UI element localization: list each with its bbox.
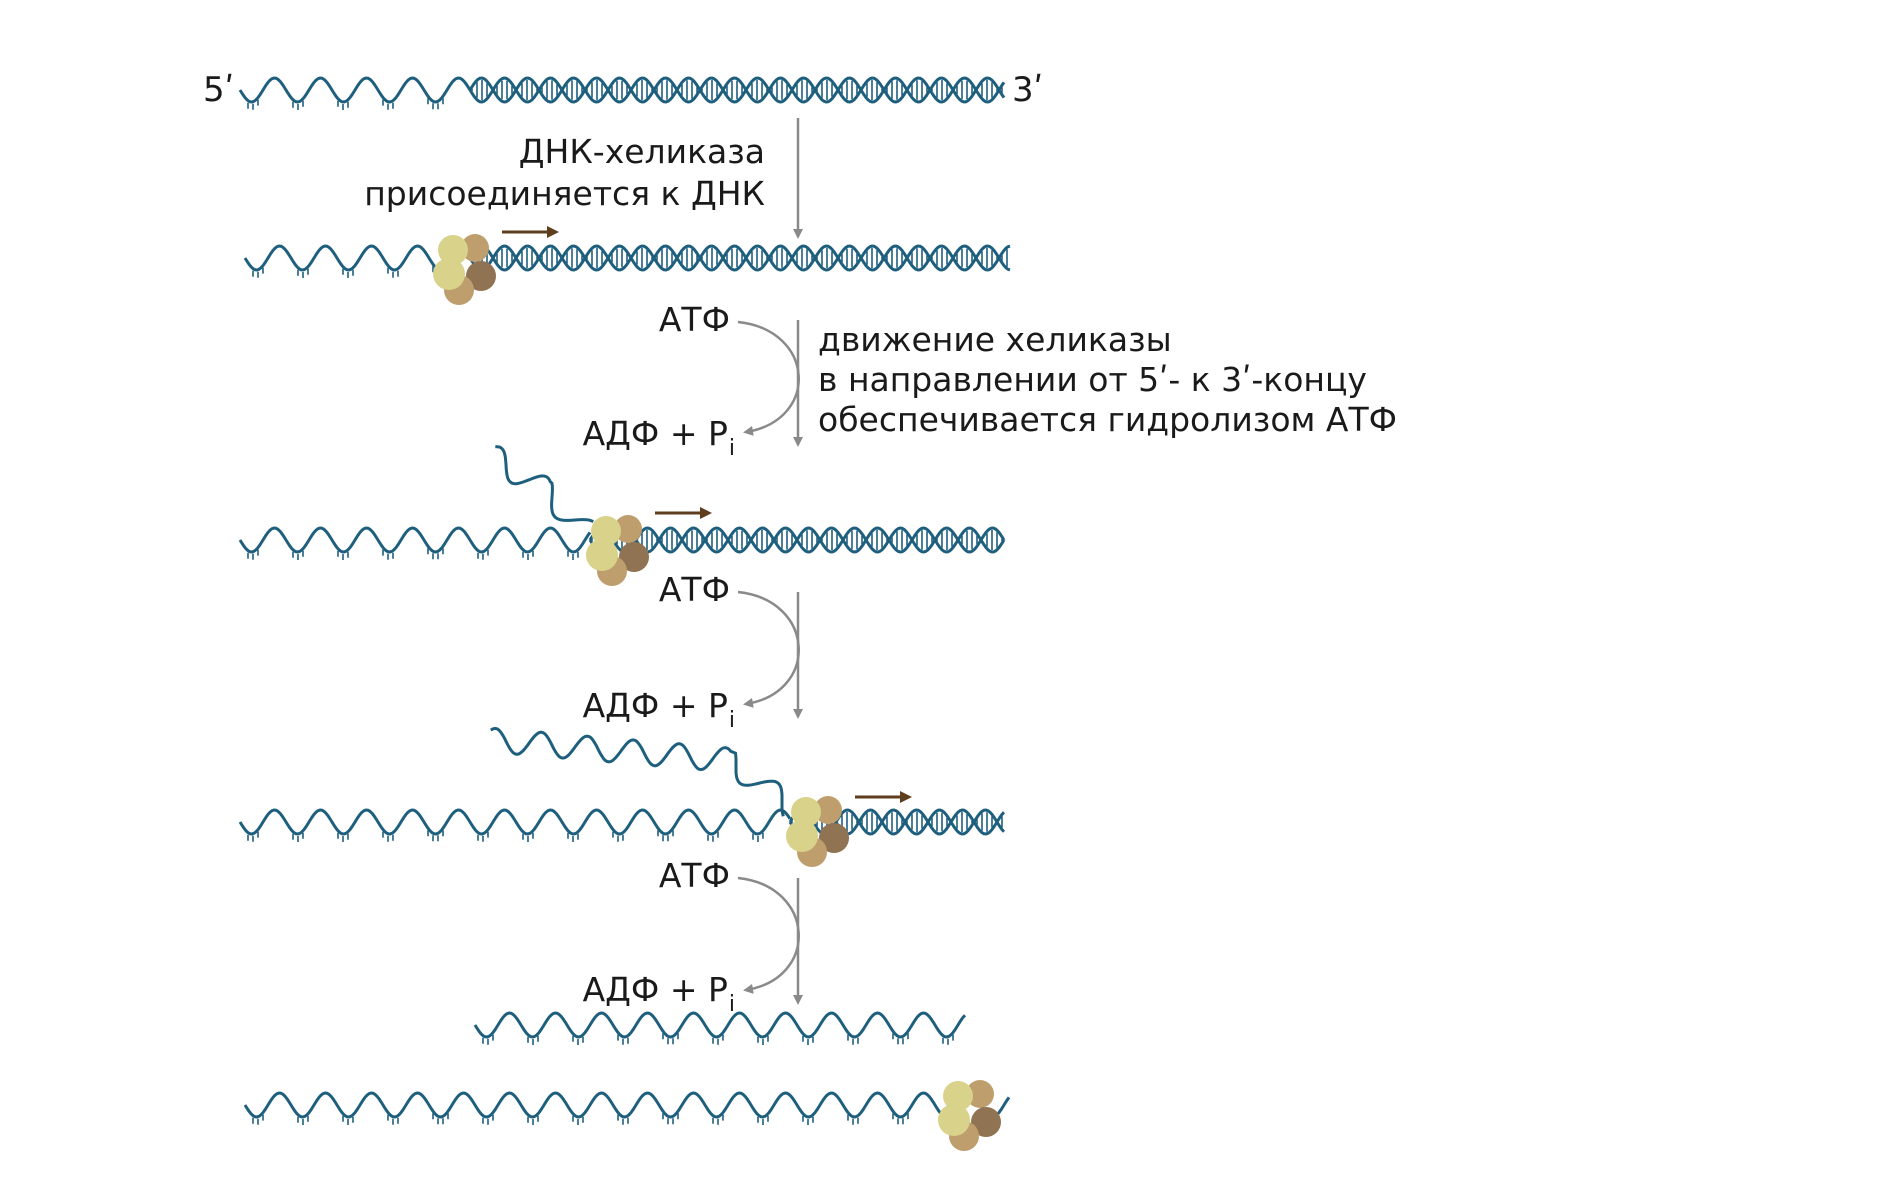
row1-duplex-strand-a (468, 76, 1006, 104)
products-sub-2: i (728, 708, 735, 733)
binding-label-line1: ДНК-хеликаза (518, 132, 765, 171)
row5-template-strand (243, 1091, 1011, 1119)
products-label-1: АДФ + Pi (540, 412, 735, 461)
row2-duplex-strand-b (468, 244, 1011, 272)
row3-helicase-subunit-1 (614, 515, 642, 543)
row5-helicase-subunit-5 (938, 1104, 970, 1136)
movement-note-line1: движение хеликазы (818, 320, 1172, 359)
row4-helicase-subunit-4 (791, 797, 821, 827)
row3-duplex-base-pairs (591, 530, 1003, 550)
row3-duplex-strand-b (588, 526, 1006, 554)
movement-note-line2: в направлении от 5ʹ- к 3ʹ-концу (818, 360, 1367, 399)
row4-helicase-subunit-5 (786, 820, 818, 852)
atp-label-2: АТФ (658, 570, 730, 609)
row4-helicase-subunit-1 (814, 796, 842, 824)
row2-helicase-subunit-5 (433, 258, 465, 290)
row1-duplex-strand-b (468, 76, 1006, 104)
row4-bottom-strand (238, 808, 792, 836)
row2-helicase-subunit-1 (461, 234, 489, 262)
row5-separated-strand (473, 1011, 967, 1039)
row3-helicase (586, 515, 649, 586)
row3-helicase-subunit-2 (619, 542, 649, 572)
products-text-3: АДФ + P (582, 970, 728, 1009)
products-sub-1: i (728, 436, 735, 461)
products-sub-3: i (728, 992, 735, 1017)
atp-label-3: АТФ (658, 856, 730, 895)
row5-helicase-subunit-4 (943, 1081, 973, 1111)
products-label-2: АДФ + Pi (540, 684, 735, 733)
row2-helicase-subunit-4 (438, 235, 468, 265)
row4-bottom-strand-bases (247, 830, 764, 842)
row4-helicase (786, 796, 849, 867)
row3-helicase-subunit-4 (591, 516, 621, 546)
row2-single-strand (243, 244, 471, 272)
row2-helicase (433, 234, 496, 305)
row1-single-strand (238, 76, 472, 104)
three-prime-label: 3ʹ (1012, 70, 1044, 110)
products-text-2: АДФ + P (582, 686, 728, 725)
row3-bottom-strand (238, 526, 592, 554)
row5-helicase-subunit-1 (966, 1080, 994, 1108)
row2-duplex-strand-a (468, 244, 1011, 272)
products-label-3: АДФ + Pi (540, 968, 735, 1017)
row2-helicase-subunit-2 (466, 261, 496, 291)
row5-helicase (938, 1080, 1001, 1151)
atp-label-1: АТФ (658, 300, 730, 339)
row3-bottom-strand-bases (247, 548, 579, 560)
row4-displaced-strand (490, 726, 785, 817)
row1-duplex-base-pairs (471, 80, 1003, 100)
hydrolysis-curve-2 (737, 590, 800, 708)
row3-displaced-strand (495, 445, 594, 524)
hydrolysis-curve-3 (737, 876, 800, 994)
row5-separated-strand-bases (482, 1033, 954, 1045)
row5-helicase-subunit-2 (971, 1107, 1001, 1137)
dna-layer (238, 76, 1011, 1125)
row3-helicase-subunit-5 (586, 539, 618, 571)
hydrolysis-curve-1 (737, 320, 800, 436)
products-text-1: АДФ + P (582, 414, 728, 453)
protein-layer (433, 234, 1001, 1151)
movement-note-line3: обеспечивается гидролизом АТФ (818, 400, 1398, 439)
binding-label-line2: присоединяется к ДНК (364, 174, 765, 213)
row4-helicase-subunit-2 (819, 823, 849, 853)
arrow-layer (502, 118, 912, 1005)
row1-single-strand-bases (247, 98, 444, 110)
row5-template-strand-bases (252, 1113, 999, 1125)
five-prime-label: 5ʹ (203, 70, 235, 110)
